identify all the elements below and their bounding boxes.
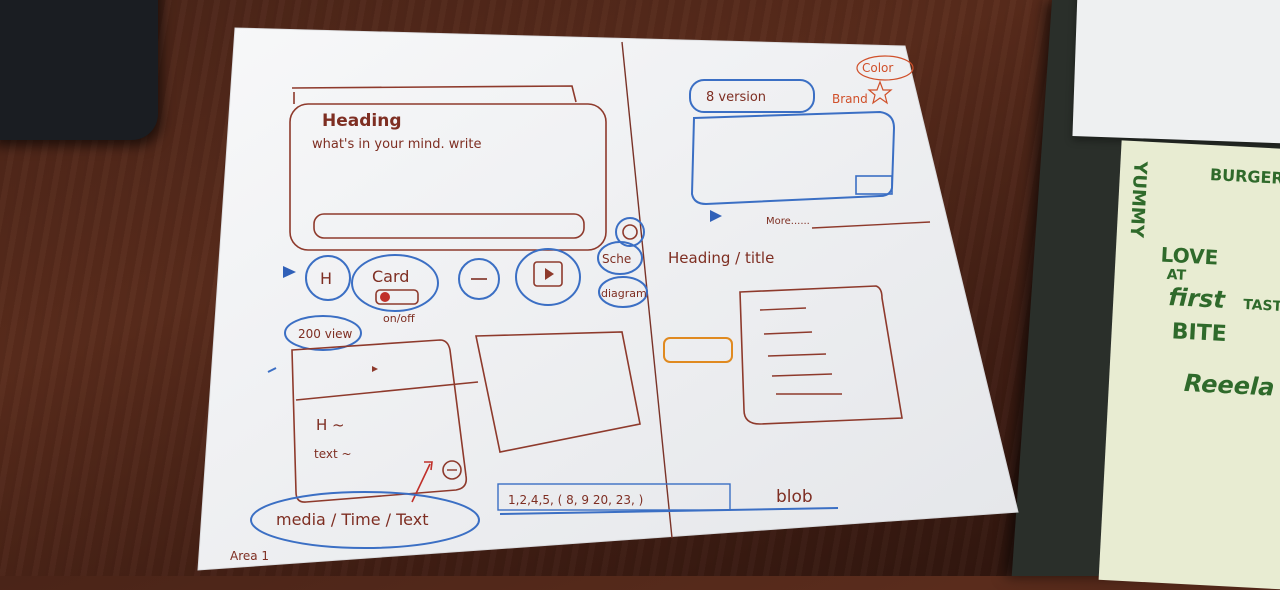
star-icon — [867, 80, 893, 105]
card-button-label: Card — [372, 267, 409, 286]
zoom-badge-sketch — [284, 315, 362, 351]
card-button-sketch — [351, 254, 439, 312]
sketch-paper: Heading what's in your mind. write H Car… — [197, 27, 1019, 571]
card-divider — [295, 381, 479, 401]
toggle-sketch — [375, 289, 419, 305]
brand-label: Brand — [832, 92, 868, 106]
version-badge-sketch — [689, 79, 815, 113]
zoom-label: 200 view — [298, 327, 353, 341]
middle-card-sketch — [475, 331, 641, 453]
area-label: Area 1 — [230, 549, 269, 563]
media-card-sketch — [291, 339, 468, 503]
card-text: text ~ — [314, 447, 352, 461]
document-card-sketch — [739, 285, 903, 425]
input-bar-sketch — [313, 213, 585, 239]
phone — [0, 0, 158, 140]
diagram-button-sketch — [598, 276, 648, 308]
minus-button-sketch — [458, 258, 500, 300]
toggle-knob-icon — [380, 292, 390, 302]
card-sub-label: on/off — [383, 312, 415, 325]
slider-track — [811, 221, 931, 229]
side-title: Heading / title — [668, 249, 774, 267]
preview-button-sketch — [855, 175, 893, 195]
clock-icon — [622, 224, 638, 240]
check-mark-icon — [267, 367, 277, 373]
clock-button-sketch — [615, 217, 645, 247]
diagram-label: diagram — [601, 287, 647, 300]
number-strip-sketch — [497, 483, 731, 511]
schedule-button-sketch — [597, 241, 643, 275]
top-bar-sketch — [291, 85, 577, 104]
remove-icon — [442, 460, 462, 480]
h-button-sketch — [305, 255, 351, 301]
media-badge-sketch — [250, 491, 480, 549]
play-icon — [283, 266, 296, 278]
schedule-label: Sche — [602, 252, 631, 266]
color-label: Color — [862, 61, 893, 75]
editor-box-sketch — [289, 103, 607, 251]
prompt-text: what's in your mind. write — [312, 137, 481, 152]
card-h-text: H ~ — [316, 416, 345, 434]
more-label: More...... — [766, 216, 810, 227]
media-label: media / Time / Text — [276, 510, 428, 529]
numbers-text: 1,2,4,5, ( 8, 9 20, 23, ) — [508, 493, 643, 507]
version-label: 8 version — [706, 90, 766, 105]
heading-text: Heading — [322, 111, 402, 131]
play-icon — [710, 210, 722, 222]
video-icon — [533, 261, 563, 287]
h-button-label: H — [320, 269, 332, 288]
orange-button-sketch — [663, 337, 733, 363]
video-button-sketch — [515, 248, 581, 306]
blob-label: blob — [776, 487, 813, 507]
